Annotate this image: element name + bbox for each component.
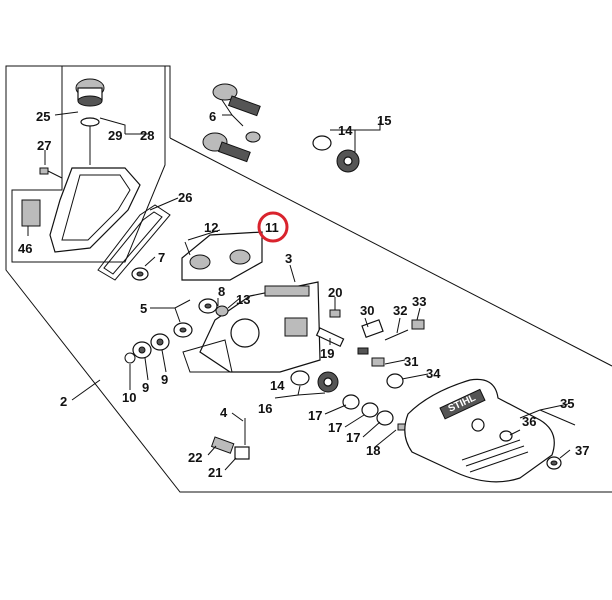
label-14-lower: 14 [270,378,285,393]
diagram-frame [5,65,612,493]
leader-lines [27,99,576,471]
gear-housing-part [181,231,263,281]
label-12: 12 [204,220,218,235]
label-17-c: 17 [346,430,360,445]
label-46: 46 [18,241,32,256]
label-29: 29 [108,128,122,143]
label-20: 20 [328,285,342,300]
sprocket-top-part [312,135,360,173]
screw-27-part [39,167,63,179]
nuts-part [499,430,562,470]
bearing-5-part [173,298,229,338]
label-17-a: 17 [308,408,322,423]
highlight-circle [257,211,289,243]
frame-top-edge [169,137,612,367]
label-25: 25 [36,109,50,124]
label-28: 28 [140,128,154,143]
label-3: 3 [285,251,292,266]
label-16: 16 [258,401,272,416]
label-5: 5 [140,301,147,316]
bearing-7-part [131,267,149,281]
label-8: 8 [218,284,225,299]
label-14-top: 14 [338,123,353,138]
o-ring-part [80,117,100,127]
label-35: 35 [560,396,574,411]
label-21: 21 [208,465,222,480]
label-6: 6 [209,109,216,124]
label-2: 2 [60,394,67,409]
oil-tank-part [21,167,141,253]
label-9-a: 9 [142,380,149,395]
label-26: 26 [178,190,192,205]
screw-12-line [184,241,191,256]
main-body-part [182,281,321,373]
label-10: 10 [122,390,136,405]
oil-cap-part [75,78,105,107]
label-37: 37 [575,443,589,458]
label-31: 31 [404,354,418,369]
label-7: 7 [158,250,165,265]
label-11: 11 [265,220,279,235]
label-18: 18 [366,443,380,458]
label-9-b: 9 [161,372,168,387]
label-4: 4 [220,405,228,420]
label-13: 13 [236,292,250,307]
gasket-part [97,204,171,281]
label-34: 34 [426,366,441,381]
washers-17-part [342,394,407,431]
label-36: 36 [522,414,536,429]
label-27: 27 [37,138,51,153]
label-33: 33 [412,294,426,309]
chain-cover-part: STIHL [404,378,555,483]
label-30: 30 [360,303,374,318]
bearings-9-part [124,333,170,364]
bolts-part [210,418,250,460]
label-17-b: 17 [328,420,342,435]
label-32: 32 [393,303,407,318]
label-15: 15 [377,113,391,128]
label-19: 19 [320,346,334,361]
label-22: 22 [188,450,202,465]
bevel-gear-part [202,83,261,163]
inset-frame [11,66,166,263]
sprocket-lower-part [290,370,339,393]
